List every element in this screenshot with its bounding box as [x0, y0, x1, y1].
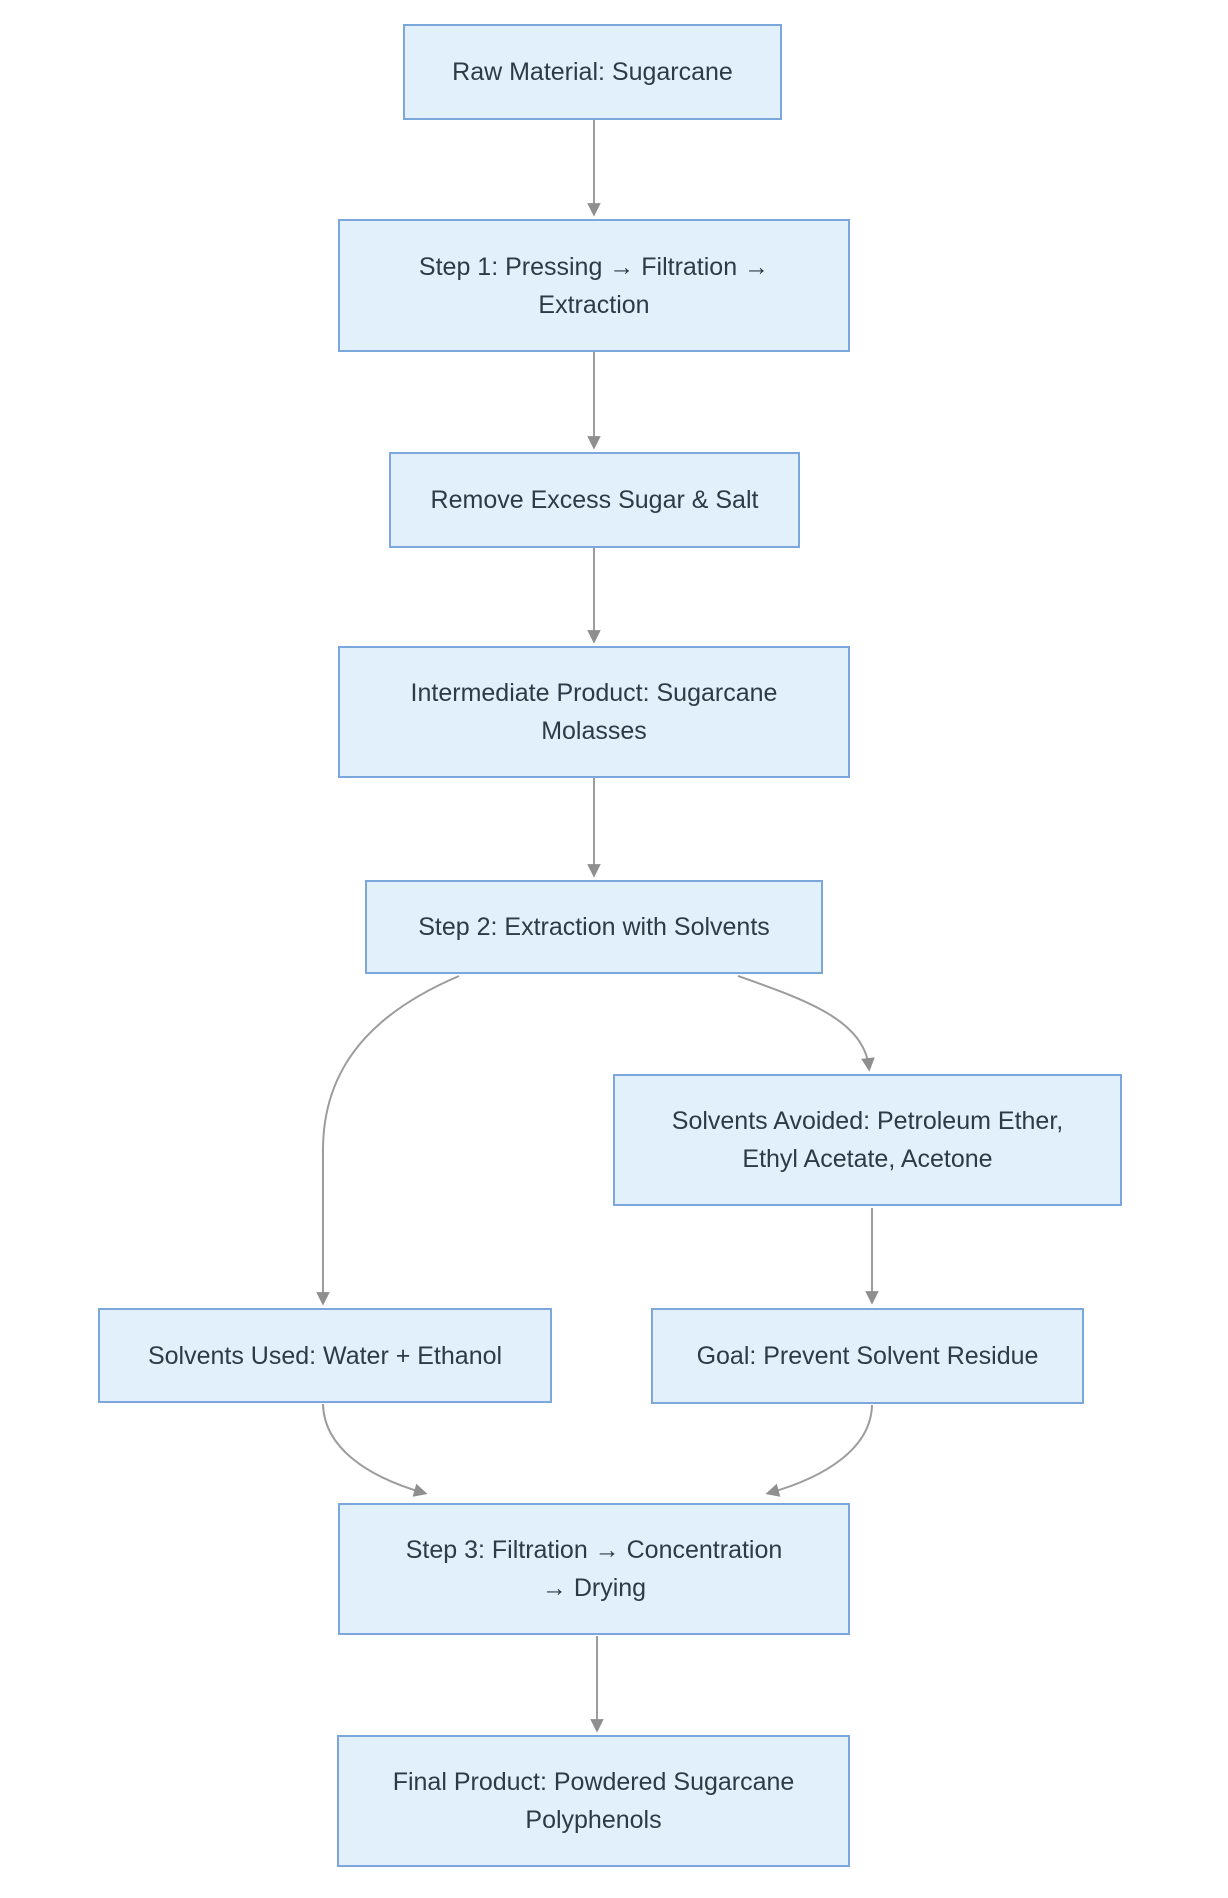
node-goal-label: Goal: Prevent Solvent Residue	[696, 1342, 1039, 1370]
node-remove-sugar-salt: Remove Excess Sugar & Salt	[389, 452, 800, 548]
node-solvents-avoided-label: Solvents Avoided: Petroleum Ether,Ethyl …	[671, 1107, 1064, 1173]
edge-step2-to-avoided	[737, 975, 869, 1068]
node-step2-label: Step 2: Extraction with Solvents	[418, 913, 770, 941]
edge-step2-to-used	[323, 975, 460, 1302]
node-step1-label: Step 1: Pressing → Filtration →Extractio…	[418, 252, 770, 319]
node-step1-pressing-filtration-extraction: Step 1: Pressing → Filtration →Extractio…	[338, 219, 850, 352]
node-solvents-avoided: Solvents Avoided: Petroleum Ether,Ethyl …	[613, 1074, 1122, 1206]
edge-goal-to-step3	[769, 1404, 873, 1493]
node-step3-filtration-concentration-drying: Step 3: Filtration → Concentration→ Dryi…	[338, 1503, 850, 1635]
node-solvents-used-label: Solvents Used: Water + Ethanol	[147, 1341, 503, 1370]
node-goal-prevent-residue: Goal: Prevent Solvent Residue	[651, 1308, 1084, 1404]
node-step3-label: Step 3: Filtration → Concentration→ Dryi…	[405, 1536, 783, 1602]
node-raw-material: Raw Material: Sugarcane	[403, 24, 782, 120]
node-solvents-used: Solvents Used: Water + Ethanol	[98, 1308, 552, 1403]
node-raw-material-label: Raw Material: Sugarcane	[452, 58, 733, 86]
node-step2-extraction-solvents: Step 2: Extraction with Solvents	[365, 880, 823, 974]
node-remove-sugar-salt-label: Remove Excess Sugar & Salt	[430, 486, 759, 514]
edge-used-to-step3	[322, 1403, 424, 1493]
